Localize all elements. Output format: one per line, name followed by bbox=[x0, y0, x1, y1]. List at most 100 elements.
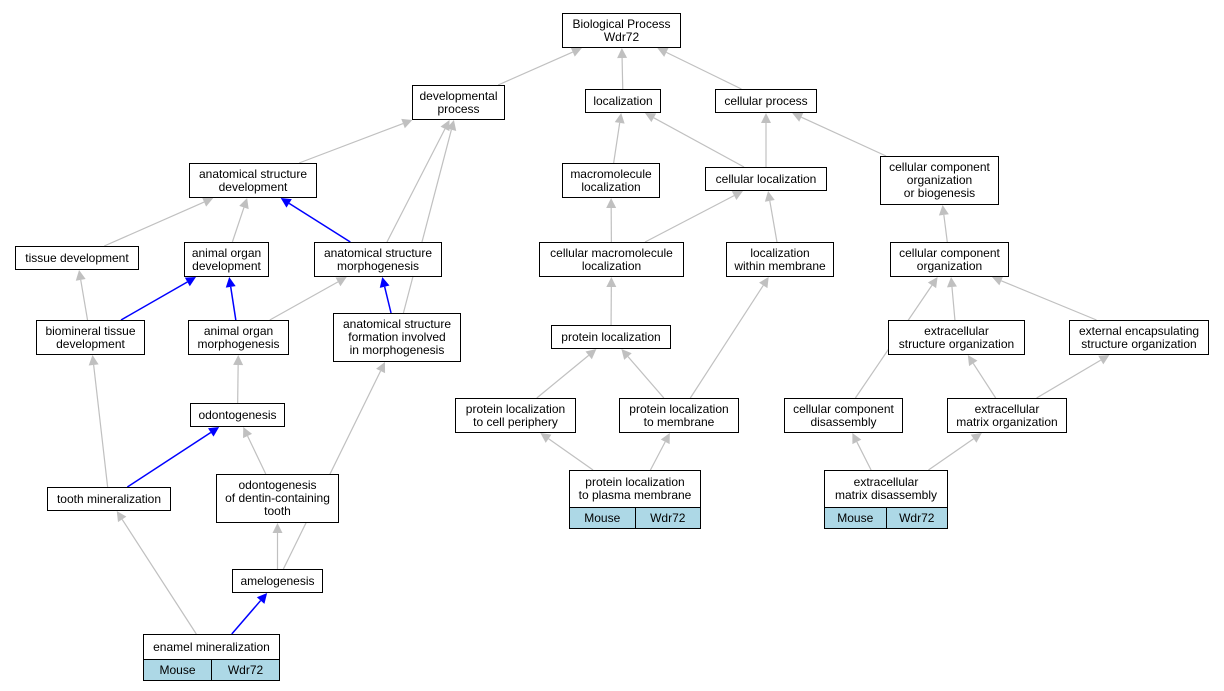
node-odontogenesis[interactable]: odontogenesis bbox=[190, 403, 285, 427]
edge-plpm-to-plcp bbox=[548, 438, 594, 471]
node-animal-organ-morphogenesis[interactable]: animal organ morphogenesis bbox=[188, 320, 289, 355]
node-protein-localization-to-membrane[interactable]: protein localization to membrane bbox=[619, 398, 739, 433]
node-developmental-process[interactable]: developmental process bbox=[412, 85, 505, 120]
edge-eso-to-cco bbox=[951, 286, 956, 321]
arrowhead-asd-to-devproc bbox=[401, 118, 413, 129]
edge-aom-to-asm bbox=[269, 281, 339, 321]
edge-plcp-to-protloc bbox=[536, 354, 590, 399]
node-biological-process[interactable]: Biological Process Wdr72 bbox=[562, 13, 681, 48]
edge-emd-to-emo bbox=[928, 438, 974, 471]
edge-asm-to-devproc bbox=[386, 128, 446, 243]
edge-btd-to-tissuedev bbox=[80, 279, 89, 321]
arrowhead-amelo-to-odontodct bbox=[272, 523, 283, 533]
edge-devproc-to-bp bbox=[497, 51, 573, 86]
edge-asfim-to-asm bbox=[383, 286, 392, 314]
annotation-row: Mouse Wdr72 bbox=[825, 508, 947, 528]
node-localization-within-membrane[interactable]: localization within membrane bbox=[726, 242, 834, 277]
arrowhead-asfim-to-asm bbox=[379, 277, 390, 288]
node-cellular-localization[interactable]: cellular localization bbox=[705, 167, 827, 191]
node-amelogenesis[interactable]: amelogenesis bbox=[232, 569, 323, 593]
node-odontogenesis-of-dentin-containing-tooth[interactable]: odontogenesis of dentin-containing tooth bbox=[216, 474, 339, 523]
edge-cellproc-to-bp bbox=[666, 51, 742, 90]
arrowhead-aom-to-aod bbox=[225, 277, 236, 288]
arrowhead-amelo-to-asfim bbox=[376, 362, 386, 374]
arrowhead-plpm-to-plm bbox=[660, 433, 670, 445]
gene-cell[interactable]: Wdr72 bbox=[212, 660, 279, 680]
node-cellular-component-disassembly[interactable]: cellular component disassembly bbox=[784, 398, 903, 433]
edge-emd-to-ccd bbox=[856, 441, 872, 471]
edge-lwm-to-cellloc bbox=[769, 200, 778, 243]
edge-emo-to-eso bbox=[972, 363, 997, 399]
edge-asm-to-asd bbox=[288, 202, 351, 243]
edge-btd-to-aod bbox=[120, 281, 188, 321]
node-external-encapsulating-structure-organization[interactable]: external encapsulating structure organiz… bbox=[1069, 320, 1209, 355]
arrowhead-aod-to-asd bbox=[239, 198, 249, 210]
leaf-label: extracellular matrix disassembly bbox=[825, 471, 947, 508]
arrowhead-cellloc-to-loc bbox=[645, 113, 657, 123]
node-cellular-component-organization[interactable]: cellular component organization bbox=[890, 242, 1009, 277]
edge-aod-to-asd bbox=[231, 207, 245, 243]
arrowhead-cmloc-to-macloc bbox=[606, 198, 617, 209]
node-anatomical-structure-formation-involved-in-morphogenesis[interactable]: anatomical structure formation involved … bbox=[333, 313, 461, 362]
node-tissue-development[interactable]: tissue development bbox=[15, 246, 139, 270]
arrowhead-emd-to-ccd bbox=[852, 433, 862, 445]
node-macromolecule-localization[interactable]: macromolecule localization bbox=[562, 163, 660, 198]
node-cellular-component-organization-or-biogenesis[interactable]: cellular component organization or bioge… bbox=[880, 156, 999, 205]
arrowhead-emo-to-eeso bbox=[1098, 355, 1110, 365]
arrowhead-odontodct-to-odonto bbox=[243, 427, 253, 439]
arrowhead-tissuedev-to-asd bbox=[202, 197, 214, 207]
edge-macloc-to-loc bbox=[613, 122, 621, 164]
leaf-label: enamel mineralization bbox=[144, 635, 279, 660]
arrowhead-cmloc-to-cellloc bbox=[731, 191, 743, 201]
arrowhead-cco-to-ccob bbox=[938, 205, 949, 216]
arrowhead-odonto-to-aom bbox=[233, 355, 244, 366]
node-animal-organ-development[interactable]: animal organ development bbox=[184, 242, 269, 277]
edge-asd-to-devproc bbox=[298, 122, 404, 164]
edge-enamel-to-amelo bbox=[231, 600, 262, 635]
node-extracellular-matrix-organization[interactable]: extracellular matrix organization bbox=[947, 398, 1067, 433]
node-extracellular-structure-organization[interactable]: extracellular structure organization bbox=[888, 320, 1025, 355]
arrowhead-asm-to-asd bbox=[280, 198, 292, 208]
leaf-protein-localization-to-plasma-membrane[interactable]: protein localization to plasma membrane … bbox=[569, 470, 701, 529]
gene-cell[interactable]: Wdr72 bbox=[635, 508, 700, 528]
node-protein-localization-to-cell-periphery[interactable]: protein localization to cell periphery bbox=[455, 398, 576, 433]
arrowhead-emd-to-emo bbox=[970, 433, 982, 443]
edge-ccob-to-cellproc bbox=[801, 116, 887, 157]
node-anatomical-structure-development[interactable]: anatomical structure development bbox=[189, 163, 317, 198]
annotation-row: Mouse Wdr72 bbox=[570, 508, 700, 528]
edge-emo-to-eeso bbox=[1036, 359, 1102, 399]
edge-tissuedev-to-asd bbox=[104, 201, 205, 247]
arrowhead-btd-to-tissuedev bbox=[75, 270, 86, 281]
arrowhead-ccob-to-cellproc bbox=[792, 112, 804, 122]
edge-loc-to-bp bbox=[621, 57, 624, 90]
leaf-enamel-mineralization[interactable]: enamel mineralization Mouse Wdr72 bbox=[143, 634, 280, 681]
gene-cell[interactable]: Wdr72 bbox=[886, 508, 947, 528]
edge-odontodct-to-odonto bbox=[247, 435, 267, 475]
leaf-label: protein localization to plasma membrane bbox=[570, 471, 700, 508]
arrowhead-asfim-to-devproc bbox=[446, 120, 457, 131]
annotation-row: Mouse Wdr72 bbox=[144, 660, 279, 680]
edge-cellloc-to-loc bbox=[653, 117, 745, 168]
edge-plpm-to-plm bbox=[649, 441, 666, 471]
arrowhead-plm-to-lwm bbox=[759, 277, 769, 289]
node-protein-localization[interactable]: protein localization bbox=[551, 325, 671, 349]
organism-cell[interactable]: Mouse bbox=[570, 508, 636, 528]
organism-cell[interactable]: Mouse bbox=[825, 508, 887, 528]
node-biomineral-tissue-development[interactable]: biomineral tissue development bbox=[36, 320, 145, 355]
arrowhead-eeso-to-cco bbox=[992, 276, 1004, 286]
arrowhead-plpm-to-plcp bbox=[540, 433, 552, 443]
edge-amelo-to-asfim bbox=[282, 370, 382, 570]
arrowhead-devproc-to-bp bbox=[570, 47, 582, 57]
arrowhead-toothmin-to-btd bbox=[88, 355, 99, 366]
organism-cell[interactable]: Mouse bbox=[144, 660, 212, 680]
edge-cmloc-to-cellloc bbox=[644, 195, 735, 243]
arrowhead-ccd-to-cco bbox=[927, 277, 938, 289]
node-localization[interactable]: localization bbox=[585, 89, 661, 113]
leaf-extracellular-matrix-disassembly[interactable]: extracellular matrix disassembly Mouse W… bbox=[824, 470, 948, 529]
arrowhead-cellproc-to-bp bbox=[657, 47, 669, 57]
node-cellular-process[interactable]: cellular process bbox=[715, 89, 817, 113]
node-tooth-mineralization[interactable]: tooth mineralization bbox=[47, 487, 171, 511]
node-cellular-macromolecule-localization[interactable]: cellular macromolecule localization bbox=[539, 242, 684, 277]
node-anatomical-structure-morphogenesis[interactable]: anatomical structure morphogenesis bbox=[314, 242, 442, 277]
